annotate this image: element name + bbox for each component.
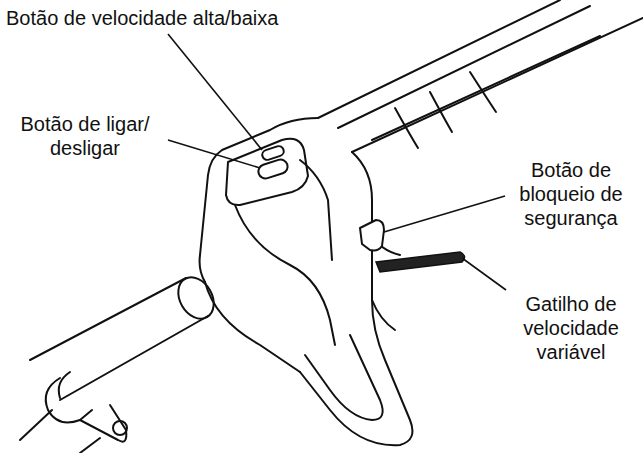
shaft-band <box>430 92 452 132</box>
leader-line <box>384 196 505 232</box>
shaft-edge <box>352 18 643 152</box>
tube-edge <box>30 278 186 360</box>
collar-screw <box>113 421 127 435</box>
variable-speed-trigger <box>376 252 465 272</box>
safety-lock-button <box>360 220 384 251</box>
collar <box>59 372 70 398</box>
shaft-edge <box>338 6 590 128</box>
housing-ridge <box>300 160 332 260</box>
part-label: Botão de velocidade alta/baixa <box>6 6 326 30</box>
leader-line <box>462 258 506 290</box>
tube-end <box>171 271 221 325</box>
shaft-edge <box>372 36 600 140</box>
part-label: Gatilho de velocidade variável <box>508 292 634 364</box>
housing-outline <box>372 300 395 330</box>
leader-line <box>168 140 260 168</box>
leader-line <box>168 34 262 150</box>
part-label: Botão de bloqueio de segurança <box>508 158 634 230</box>
grip-inner <box>305 335 383 420</box>
on-off-button <box>257 158 290 181</box>
shaft-band <box>470 72 496 112</box>
speed-button <box>261 145 285 161</box>
collar <box>46 378 92 422</box>
tube-edge <box>20 410 52 440</box>
tube-edge <box>80 438 100 453</box>
housing-ridge <box>235 205 335 345</box>
shaft-band <box>395 108 418 148</box>
control-panel <box>226 139 308 205</box>
tube-edge <box>60 316 208 400</box>
housing-outline <box>200 118 318 282</box>
housing-front <box>205 282 300 372</box>
shaft-edge <box>318 0 560 118</box>
housing-outline <box>300 152 412 445</box>
part-label: Botão de ligar/ desligar <box>4 112 166 160</box>
collar <box>80 405 126 442</box>
